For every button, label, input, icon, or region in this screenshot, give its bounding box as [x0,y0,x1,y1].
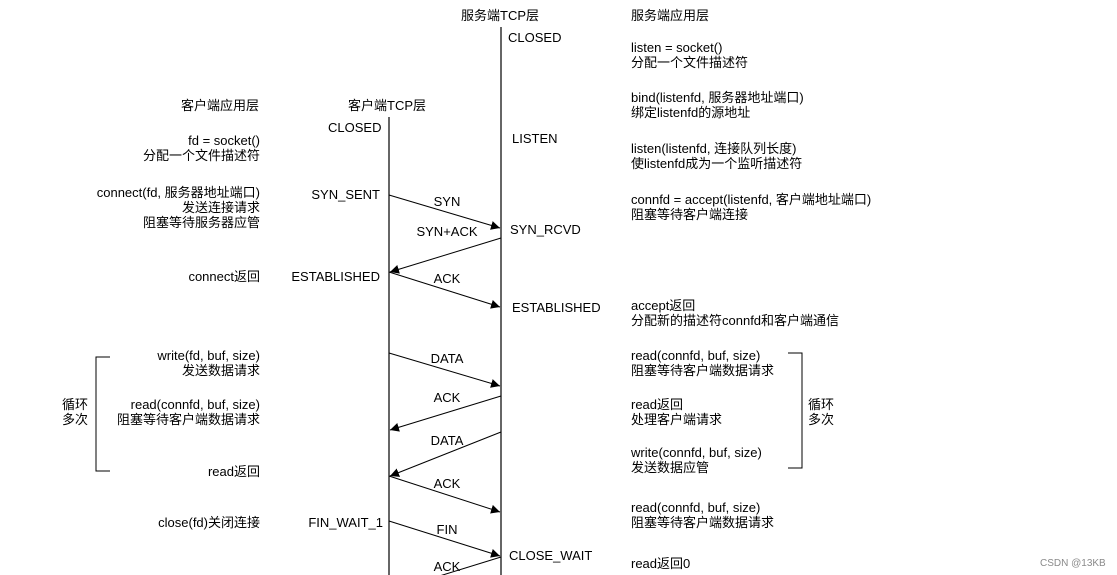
client-note-close: close(fd)关闭连接 [158,515,260,530]
arrow-fin [388,520,501,558]
server-note-read: read(connfd, buf, size) 阻塞等待客户端数据请求 [631,348,775,378]
server-state-closed: CLOSED [508,30,562,45]
arrow-ack2 [389,395,502,432]
client-loop-bracket [95,356,110,472]
watermark: CSDN @13KB [1040,558,1106,569]
label-ack3: ACK [433,476,461,491]
client-note-connect: connect(fd, 服务器地址端口) 发送连接请求 阻塞等待服务器应管 [96,185,260,230]
client-note-write: write(fd, buf, size) 发送数据请求 [157,348,260,378]
client-note-read: read(connfd, buf, size) 阻塞等待客户端数据请求 [116,397,260,427]
client-app-header: 客户端应用层 [180,98,259,113]
arrow-data1 [388,352,501,388]
client-state-closed: CLOSED [328,120,382,135]
server-state-listen: LISTEN [512,131,558,146]
server-note-accept: connfd = accept(listenfd, 客户端地址端口) 阻塞等待客… [631,192,872,222]
server-note-listen-socket: listen = socket() 分配一个文件描述符 [631,40,749,70]
arrow-ack4 [440,556,502,575]
label-syn: SYN [433,194,461,209]
client-loop-label: 循环 多次 [62,397,89,427]
server-note-listen: listen(listenfd, 连接队列长度) 使listenfd成为一个监听… [631,141,803,171]
server-loop-label: 循环 多次 [808,397,835,427]
server-state-syn-rcvd: SYN_RCVD [510,222,581,237]
label-fin: FIN [436,522,458,537]
server-note-read2: read(connfd, buf, size) 阻塞等待客户端数据请求 [631,500,775,530]
arrow-ack1 [388,271,501,309]
server-note-read-zero: read返回0 [631,556,691,571]
server-app-header: 服务端应用层 [631,8,710,23]
server-tcp-header: 服务端TCP层 [461,8,540,23]
client-state-established: ESTABLISHED [291,269,380,284]
server-note-write: write(connfd, buf, size) 发送数据应管 [631,445,762,475]
label-ack1: ACK [433,271,461,286]
server-state-established: ESTABLISHED [512,300,601,315]
client-note-read-return: read返回 [207,464,260,479]
arrow-synack [389,237,502,274]
arrow-ack3 [388,475,501,514]
server-loop-bracket [788,352,803,469]
label-ack4: ACK [433,559,461,574]
client-state-syn-sent: SYN_SENT [311,187,380,202]
client-note-connect-return: connect返回 [188,269,260,284]
server-note-accept-return: accept返回 分配新的描述符connfd和客户端通信 [631,298,840,328]
client-tcp-header: 客户端TCP层 [348,98,427,113]
client-note-socket: fd = socket() 分配一个文件描述符 [142,133,260,163]
client-state-fin-wait-1: FIN_WAIT_1 [308,515,383,530]
server-state-close-wait: CLOSE_WAIT [509,548,593,563]
label-data1: DATA [430,351,464,366]
server-note-read-return: read返回 处理客户端请求 [631,397,723,427]
label-ack2: ACK [433,390,461,405]
arrow-syn [388,194,501,230]
label-data2: DATA [430,433,464,448]
label-synack: SYN+ACK [416,224,478,239]
server-note-bind: bind(listenfd, 服务器地址端口) 绑定listenfd的源地址 [631,90,804,120]
arrow-data2 [389,431,502,477]
